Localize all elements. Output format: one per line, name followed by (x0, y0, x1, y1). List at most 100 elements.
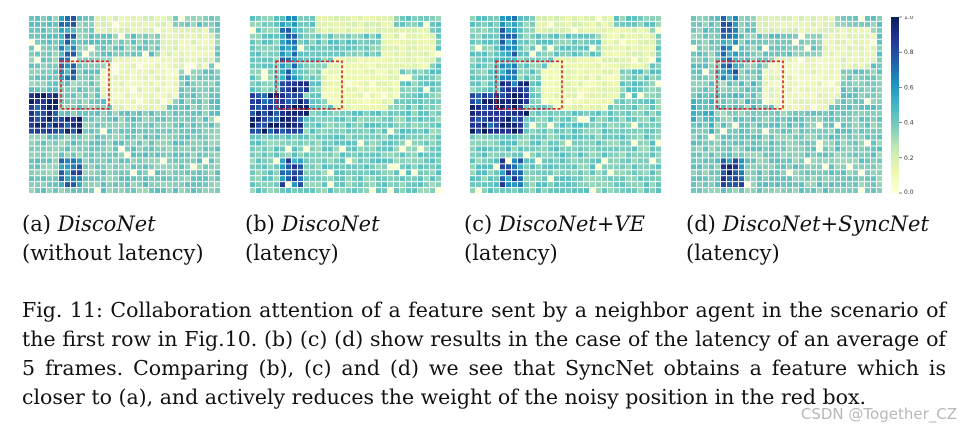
heatmap-cell (131, 116, 136, 122)
heatmap-cell (149, 164, 154, 170)
heatmap-cell (512, 33, 517, 39)
heatmap-cell (548, 140, 553, 146)
heatmap-cell (47, 134, 52, 140)
heatmap-cell (286, 63, 291, 69)
heatmap-cell (656, 110, 661, 116)
heatmap-cell (262, 164, 267, 170)
heatmap-cell (370, 63, 375, 69)
heatmap-cell (406, 182, 411, 188)
heatmap-cell (787, 75, 792, 81)
heatmap-cell (793, 87, 798, 93)
heatmap-cell (203, 63, 208, 69)
heatmap-cell (865, 170, 870, 176)
heatmap-cell (292, 93, 297, 99)
heatmap-cell (298, 122, 303, 128)
heatmap-cell (256, 134, 261, 140)
heatmap-cell (877, 158, 882, 164)
heatmap-cell (691, 87, 696, 93)
heatmap-cell (787, 140, 792, 146)
heatmap-cell (536, 57, 541, 63)
heatmap-cell (149, 146, 154, 152)
heatmap-cell (697, 152, 702, 158)
heatmap-cell (739, 75, 744, 81)
heatmap-cell (280, 16, 285, 21)
heatmap-cell (877, 75, 882, 81)
heatmap-cell (107, 158, 112, 164)
heatmap-cell (304, 116, 309, 122)
heatmap-cell (614, 164, 619, 170)
heatmap-cell (89, 146, 94, 152)
heatmap-cell (554, 128, 559, 134)
heatmap-cell (352, 69, 357, 75)
heatmap-cell (871, 63, 876, 69)
heatmap-cell (817, 176, 822, 182)
heatmap-cell (470, 122, 475, 128)
heatmap-cell (769, 110, 774, 116)
heatmap-cell (871, 69, 876, 75)
heatmap-cell (149, 170, 154, 176)
heatmap-cell (727, 63, 732, 69)
heatmap-cell (101, 45, 106, 51)
heatmap-cell (346, 146, 351, 152)
heatmap-cell (745, 16, 750, 21)
heatmap-cell (35, 87, 40, 93)
heatmap-cell (853, 51, 858, 57)
heatmap-cell (95, 122, 100, 128)
heatmap-cell (113, 146, 118, 152)
heatmap-cell (47, 188, 52, 193)
heatmap-cell (691, 110, 696, 116)
heatmap-cell (871, 152, 876, 158)
heatmap-cell (602, 99, 607, 104)
heatmap-cell (536, 146, 541, 152)
heatmap-cell (215, 182, 220, 188)
heatmap-cell (364, 188, 369, 193)
heatmap-cell (494, 57, 499, 63)
heatmap-cell (340, 152, 345, 158)
heatmap-cell (71, 105, 76, 110)
heatmap-cell (530, 45, 535, 51)
heatmap-cell (394, 87, 399, 93)
heatmap-cell (638, 27, 643, 33)
heatmap-cell (811, 27, 816, 33)
heatmap-cell (470, 110, 475, 116)
heatmap-cell (530, 21, 535, 27)
heatmap-cell (596, 110, 601, 116)
heatmap-cell (739, 110, 744, 116)
heatmap-cell (703, 39, 708, 45)
heatmap-cell (709, 140, 714, 146)
heatmap-cell (143, 146, 148, 152)
heatmap-cell (614, 21, 619, 27)
heatmap-cell (554, 21, 559, 27)
heatmap-cell (209, 188, 214, 193)
heatmap-cell (644, 134, 649, 140)
heatmap-cell (304, 51, 309, 57)
heatmap-cell (530, 33, 535, 39)
heatmap-cell (638, 134, 643, 140)
heatmap-cell (847, 140, 852, 146)
heatmap-cell (847, 51, 852, 57)
heatmap-cell (262, 93, 267, 99)
heatmap-cell (656, 39, 661, 45)
heatmap-cell (131, 128, 136, 134)
heatmap-cell (865, 146, 870, 152)
heatmap-cell (835, 188, 840, 193)
heatmap-cell (548, 128, 553, 134)
heatmap-cell (131, 176, 136, 182)
heatmap-cell (620, 51, 625, 57)
heatmap-cell (721, 164, 726, 170)
colorbar-tick-label: 0.6 (904, 84, 914, 91)
heatmap-cell (793, 63, 798, 69)
heatmap-cell (53, 152, 58, 158)
heatmap-cell (644, 51, 649, 57)
heatmap-cell (310, 128, 315, 134)
heatmap-cell (865, 128, 870, 134)
heatmap-cell (41, 57, 46, 63)
heatmap-cell (167, 87, 172, 93)
heatmap-cell (560, 81, 565, 87)
heatmap-cell (548, 27, 553, 33)
heatmap-cell (364, 45, 369, 51)
heatmap-cell (727, 33, 732, 39)
heatmap-cell (500, 87, 505, 93)
heatmap-cell (53, 81, 58, 87)
heatmap-cell (250, 152, 255, 158)
